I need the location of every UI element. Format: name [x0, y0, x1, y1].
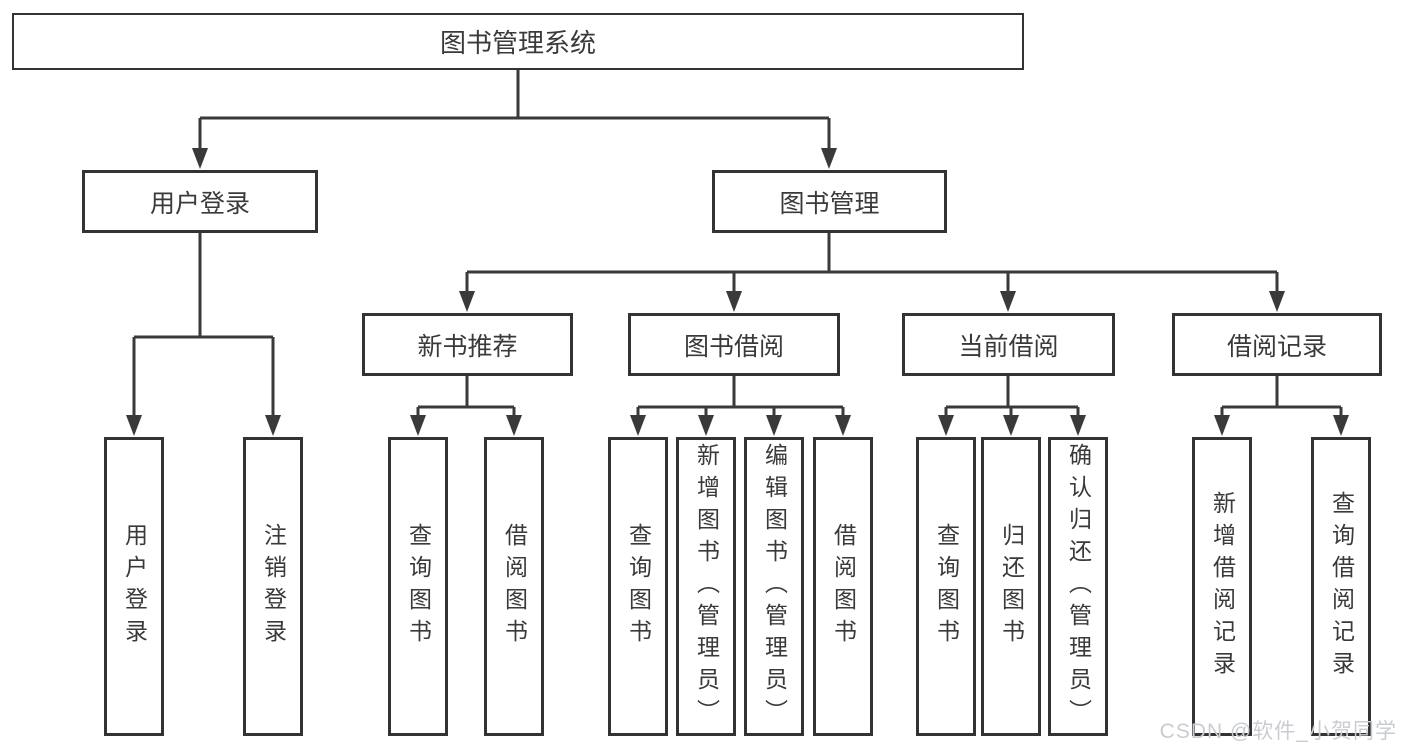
arrowhead — [1269, 291, 1285, 312]
node-label: 当前借阅 — [958, 332, 1059, 361]
node-label: 查询借阅记录 — [1328, 490, 1355, 683]
arrowhead — [265, 415, 281, 436]
node-label: 图书管理 — [779, 189, 880, 218]
leaf-query-borrow-record: 查询借阅记录 — [1311, 437, 1371, 736]
arrowhead — [821, 148, 837, 169]
arrowhead — [1000, 291, 1016, 312]
node-borrow-records: 借阅记录 — [1172, 313, 1382, 376]
leaf-add-book-admin: 新增图书（管理员） — [676, 437, 736, 736]
node-label: 用户登录 — [121, 522, 148, 651]
node-label: 图书借阅 — [683, 332, 784, 361]
node-label: 新增图书（管理员） — [693, 442, 720, 731]
arrowhead — [766, 415, 782, 436]
connector-bookmgmt-to-level3 — [465, 233, 1279, 293]
arrowhead — [126, 415, 142, 436]
node-new-book-recommend: 新书推荐 — [362, 313, 573, 376]
node-label: 借阅图书 — [501, 522, 528, 651]
node-label: 新书推荐 — [417, 332, 518, 361]
node-label: 归还图书 — [998, 522, 1025, 651]
leaf-logout-login: 注销登录 — [243, 437, 303, 736]
connector-root-to-level2 — [198, 70, 831, 150]
leaf-confirm-return-admin: 确认归还（管理员） — [1048, 437, 1108, 736]
arrowhead — [410, 415, 426, 436]
node-label: 图书管理系统 — [439, 28, 596, 58]
arrowhead — [1003, 415, 1019, 436]
leaf-edit-book-admin: 编辑图书（管理员） — [744, 437, 804, 736]
arrowhead — [835, 415, 851, 436]
leaf-borrow-books: 借阅图书 — [813, 437, 873, 736]
node-label: 查询图书 — [933, 522, 960, 651]
connector-borrow-to-leaves — [636, 376, 845, 417]
arrowhead — [459, 291, 475, 312]
node-label: 确认归还（管理员） — [1065, 442, 1092, 731]
node-label: 用户登录 — [149, 189, 250, 218]
leaf-query-books-current: 查询图书 — [916, 437, 976, 736]
leaf-user-login: 用户登录 — [104, 437, 164, 736]
node-label: 注销登录 — [260, 522, 287, 651]
node-label: 查询图书 — [625, 522, 652, 651]
node-library-management-system: 图书管理系统 — [12, 13, 1024, 70]
leaf-add-borrow-record: 新增借阅记录 — [1192, 437, 1252, 736]
node-book-borrow: 图书借阅 — [628, 313, 840, 376]
node-label: 编辑图书（管理员） — [761, 442, 788, 731]
arrowhead — [1070, 415, 1086, 436]
node-book-management: 图书管理 — [712, 170, 947, 233]
node-current-borrow: 当前借阅 — [902, 313, 1115, 376]
connector-records-to-leaves — [1220, 376, 1343, 417]
leaf-query-books-recommend: 查询图书 — [388, 437, 448, 736]
node-user-login: 用户登录 — [82, 170, 318, 233]
arrowhead — [698, 415, 714, 436]
arrowhead — [630, 415, 646, 436]
arrowheads — [126, 148, 1349, 436]
node-label: 新增借阅记录 — [1209, 490, 1236, 683]
node-label: 借阅记录 — [1226, 332, 1327, 361]
connector-recommend-to-leaves — [416, 376, 516, 417]
arrowhead — [506, 415, 522, 436]
arrowhead — [192, 148, 208, 169]
arrowhead — [938, 415, 954, 436]
node-label: 查询图书 — [405, 522, 432, 651]
arrowhead — [1214, 415, 1230, 436]
leaf-query-books-borrow: 查询图书 — [608, 437, 668, 736]
leaf-return-book: 归还图书 — [981, 437, 1041, 736]
arrowhead — [726, 291, 742, 312]
connector-userlogin-to-leaves — [132, 233, 275, 417]
node-label: 借阅图书 — [830, 522, 857, 651]
watermark: CSDN @软件_小贺同学 — [1159, 720, 1397, 743]
arrowhead — [1333, 415, 1349, 436]
leaf-borrow-books-recommend: 借阅图书 — [484, 437, 544, 736]
connector-current-to-leaves — [944, 376, 1080, 417]
